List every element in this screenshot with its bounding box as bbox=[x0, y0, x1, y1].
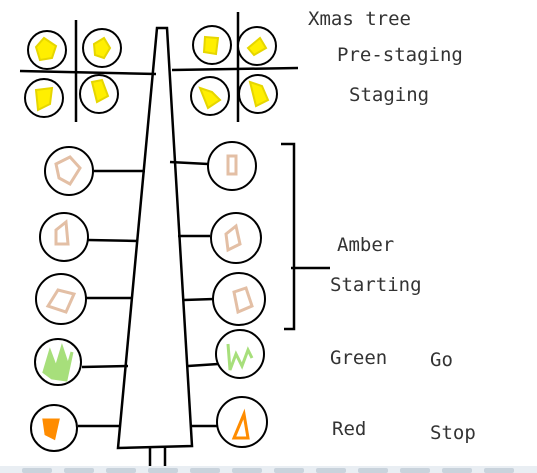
stage-bulb-right-inner bbox=[190, 76, 230, 116]
amber-bulb-1-right bbox=[207, 141, 257, 191]
stage-bulb-right-outer bbox=[238, 74, 278, 114]
amber-bulb-2-right bbox=[210, 212, 262, 264]
red-bulb-left bbox=[30, 404, 78, 452]
amber-3-right-connector bbox=[183, 297, 215, 302]
amber-bulb-2-left bbox=[39, 212, 89, 262]
pre-stage-bulb-left-outer bbox=[27, 30, 67, 70]
stage-bulb-left-inner bbox=[79, 74, 119, 114]
tree-pole bbox=[116, 26, 194, 450]
amber-1-right-connector bbox=[169, 160, 209, 166]
cross-left-h bbox=[19, 69, 157, 76]
label-starting: Starting bbox=[330, 274, 422, 296]
label-go: Go bbox=[430, 349, 453, 371]
label-staging: Staging bbox=[349, 84, 430, 106]
pre-stage-bulb-right-outer bbox=[237, 26, 277, 66]
green-right-connector bbox=[187, 362, 219, 368]
amber-bulb-1-left bbox=[44, 146, 94, 196]
cross-right-h bbox=[171, 66, 299, 72]
label-pre-staging: Pre-staging bbox=[337, 44, 463, 66]
amber-bracket bbox=[281, 142, 296, 331]
green-bulb-left bbox=[34, 338, 82, 386]
amber-bulb-3-right bbox=[212, 272, 266, 326]
label-green: Green bbox=[330, 347, 388, 369]
label-red: Red bbox=[332, 418, 367, 440]
label-stop: Stop bbox=[430, 422, 476, 444]
stage-bulb-left-outer bbox=[24, 78, 64, 118]
pre-stage-bulb-right-inner bbox=[192, 25, 232, 65]
diagram-title: Xmas tree bbox=[308, 8, 411, 30]
amber-bulb-3-left bbox=[35, 273, 87, 325]
label-amber: Amber bbox=[337, 234, 395, 256]
red-bulb-right bbox=[216, 396, 268, 448]
amber-2-left-connector bbox=[87, 238, 139, 243]
green-bulb-right bbox=[215, 329, 265, 379]
green-left-connector bbox=[81, 364, 129, 369]
pre-stage-bulb-left-inner bbox=[82, 28, 122, 68]
bottom-toolbar-strip bbox=[0, 466, 537, 473]
